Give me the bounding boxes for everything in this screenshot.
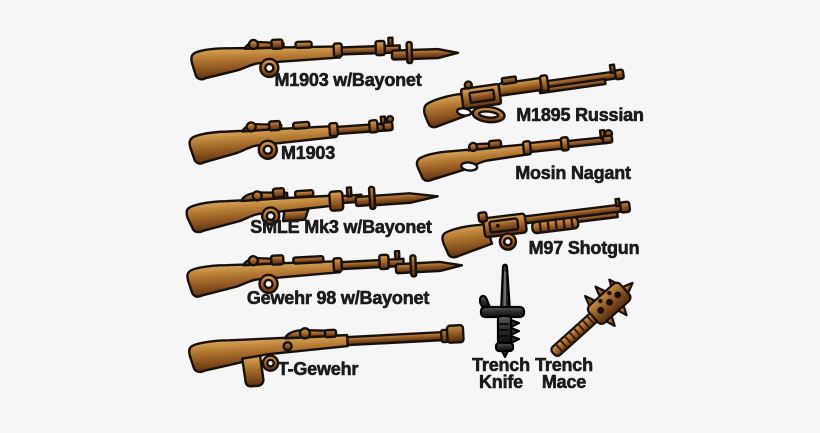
label-m1903-bayonet: M1903 w/Bayonet [274, 70, 422, 91]
label-mosin-nagant: Mosin Nagant [515, 163, 631, 184]
gewehr-98-bayonet-illustration [186, 249, 464, 298]
label-m1895-russian: M1895 Russian [516, 105, 644, 126]
label-gewehr-98-bayonet: Gewehr 98 w/Bayonet [246, 288, 430, 309]
weapon-t-gewehr [186, 314, 476, 390]
label-trench-mace-line2: Mace [541, 372, 587, 392]
weapon-trench-knife [477, 262, 535, 359]
weapon-m97-shotgun [438, 196, 652, 259]
m1903-illustration [188, 114, 395, 165]
weapon-m1903 [186, 112, 400, 165]
weapon-gewehr-98-bayonet [184, 246, 466, 298]
label-smle-mk3-bayonet: SMLE Mk3 w/Bayonet [250, 217, 432, 238]
weapon-m1895-russian [420, 63, 634, 129]
label-m97-shotgun: M97 Shotgun [528, 238, 640, 259]
weapon-m1903-bayonet [188, 30, 462, 84]
weapon-mosin-nagant [414, 128, 628, 183]
label-trench-knife: Trench Knife [472, 355, 531, 392]
label-trench-knife-line1: Trench [472, 355, 531, 375]
mosin-nagant-illustration [415, 128, 614, 183]
label-m1903: M1903 [280, 143, 336, 164]
m1895-russian-illustration [422, 63, 625, 129]
smle-mk3-bayonet-illustration [185, 185, 439, 234]
label-trench-mace-line1: Trench [535, 355, 594, 375]
weapon-smle-mk3-bayonet [184, 178, 444, 234]
trench-knife-illustration [478, 263, 526, 359]
m97-shotgun-illustration [441, 197, 632, 259]
weapon-trench-mace [538, 272, 644, 366]
trench-mace-illustration [550, 278, 634, 358]
label-t-gewehr: T-Gewehr [277, 359, 359, 380]
label-trench-knife-line2: Knife [478, 372, 524, 392]
m1903-bayonet-illustration [190, 36, 460, 81]
t-gewehr-illustration [187, 324, 465, 388]
label-trench-mace: Trench Mace [535, 355, 594, 392]
